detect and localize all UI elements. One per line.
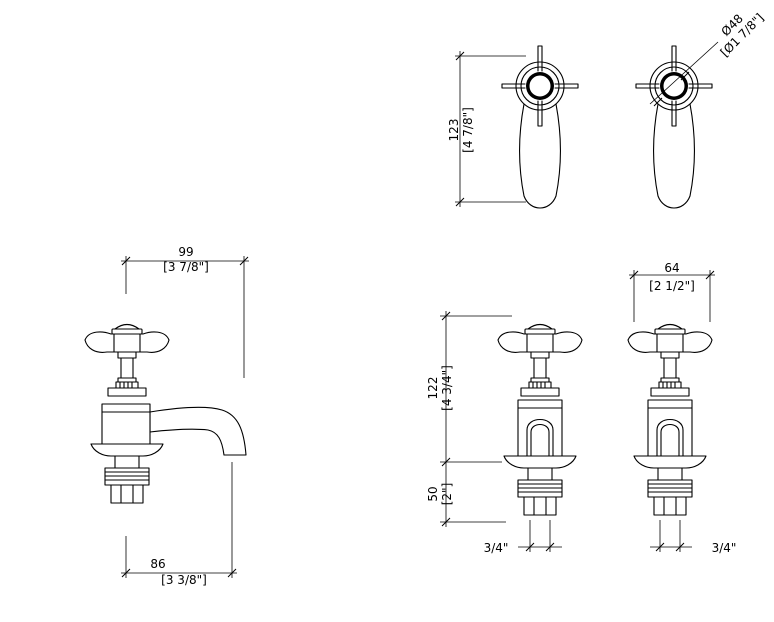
thread-right-label: 3/4" — [712, 541, 737, 555]
span-mm-label: 64 — [664, 261, 679, 275]
length-in-label: [4 7/8"] — [461, 107, 475, 153]
base-offset-in-label: [3 3/8"] — [161, 573, 207, 587]
length-mm-label: 123 — [447, 119, 461, 142]
reach-in-label: [3 7/8"] — [163, 260, 209, 274]
side-dimension-lines — [121, 256, 249, 578]
height-mm-label: 122 — [426, 377, 440, 400]
base-offset-mm-label: 86 — [150, 557, 165, 571]
height-in-label: [4 3/4"] — [440, 365, 454, 411]
front-view-right — [627, 323, 713, 516]
top-view-left — [501, 45, 579, 209]
top-dimension-lines — [455, 41, 719, 207]
side-view-tap — [84, 323, 247, 504]
span-in-label: [2 1/2"] — [649, 279, 695, 293]
reach-mm-label: 99 — [178, 245, 193, 259]
thread-left-label: 3/4" — [484, 541, 509, 555]
tail-mm-label: 50 — [426, 486, 440, 501]
tail-in-label: [2"] — [440, 483, 454, 506]
front-dimension-lines — [440, 270, 715, 552]
top-view-right — [635, 45, 713, 209]
front-view-left — [497, 323, 583, 516]
